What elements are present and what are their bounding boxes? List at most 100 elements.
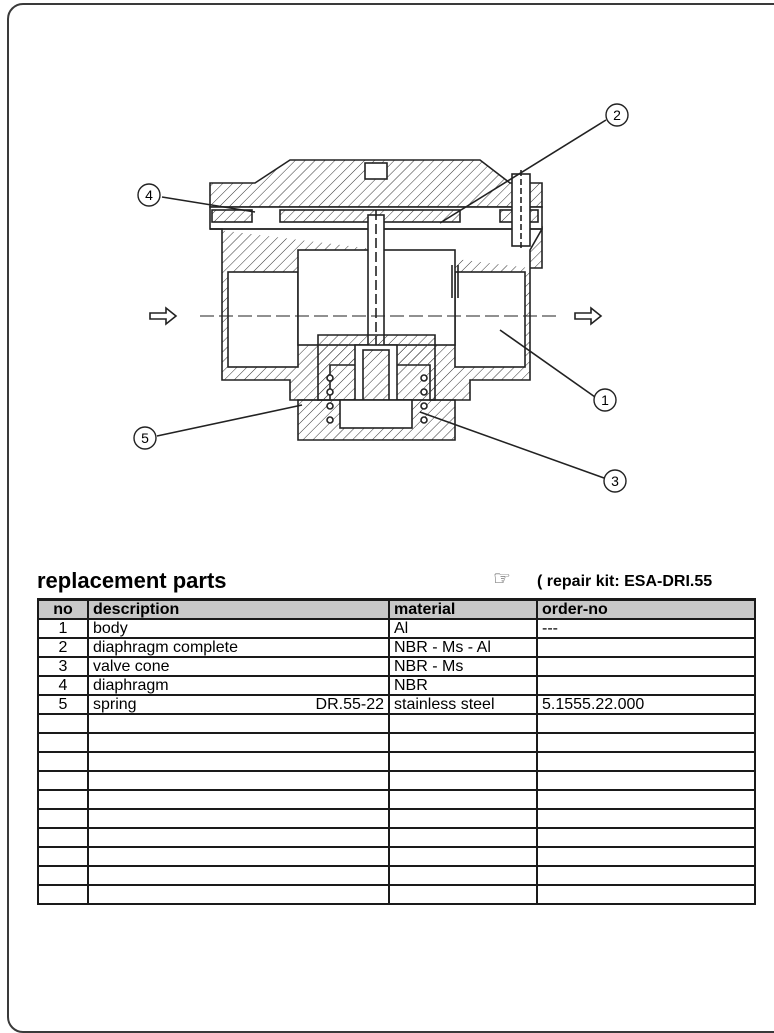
cell-order-no [536,808,756,829]
cell-material [388,770,538,791]
cell-material [388,751,538,772]
cell-order-no [536,865,756,886]
cell-no [37,770,89,791]
table-row [37,751,756,772]
cell-order-no [536,656,756,677]
cell-order-no: --- [536,618,756,639]
description-text: diaphragm complete [93,639,238,656]
table-row [37,789,756,810]
cell-material [388,827,538,848]
repair-kit-note: ( repair kit: ESA-DRI.55 [537,573,713,590]
cell-order-no [536,675,756,696]
cell-no [37,713,89,734]
cell-material [388,884,538,905]
header-no: no [37,598,89,620]
cell-order-no [536,827,756,848]
cell-description: body [87,618,390,639]
cell-no: 1 [37,618,89,639]
cell-material: stainless steel [388,694,538,715]
pointing-hand-icon: ☞ [493,568,511,590]
cell-description [87,751,390,772]
cell-no: 2 [37,637,89,658]
section-title: replacement parts [37,568,227,593]
table-row [37,827,756,848]
table-row [37,808,756,829]
cell-description [87,713,390,734]
header-material: material [388,598,538,620]
cell-description [87,865,390,886]
cell-order-no [536,637,756,658]
cell-order-no [536,884,756,905]
cell-material: NBR - Ms [388,656,538,677]
cell-order-no [536,751,756,772]
table-row [37,884,756,905]
cell-description: valve cone [87,656,390,677]
cell-material [388,713,538,734]
table-row [37,713,756,734]
cell-material [388,808,538,829]
table-header-row: no description material order-no [37,598,756,620]
callout-circle-5 [133,426,157,450]
cell-description: spring DR.55-22 [87,694,390,715]
callout-markers: 4 2 1 3 5 [133,103,629,493]
cell-order-no [536,713,756,734]
cell-no [37,884,89,905]
cell-no [37,827,89,848]
header-order-no: order-no [536,598,756,620]
callout-1: 1 [601,392,609,408]
cell-description [87,732,390,753]
description-text: valve cone [93,658,170,675]
description-text: spring [93,696,137,713]
cell-no [37,808,89,829]
cell-description [87,770,390,791]
cell-description [87,884,390,905]
table-row [37,846,756,867]
callout-4: 4 [145,187,153,203]
table-row [37,770,756,791]
cell-order-no [536,732,756,753]
callout-circle-2 [605,103,629,127]
cell-no [37,865,89,886]
cell-order-no [536,846,756,867]
cell-material: NBR - Ms - Al [388,637,538,658]
cell-no [37,789,89,810]
cell-no [37,846,89,867]
cell-material [388,846,538,867]
header-description: description [87,598,390,620]
cell-description: diaphragm [87,675,390,696]
cell-order-no: 5.1555.22.000 [536,694,756,715]
cell-material [388,865,538,886]
cell-description [87,827,390,848]
cell-order-no [536,789,756,810]
cell-no: 3 [37,656,89,677]
cell-no [37,732,89,753]
callout-circle-1 [593,388,617,412]
cell-material [388,789,538,810]
cell-description [87,846,390,867]
cell-material [388,732,538,753]
cell-material: Al [388,618,538,639]
callout-3: 3 [611,473,619,489]
description-text: diaphragm [93,677,169,694]
cell-no [37,751,89,772]
cell-no: 4 [37,675,89,696]
cell-description [87,789,390,810]
description-text: body [93,620,128,637]
cell-description: diaphragm complete [87,637,390,658]
valve-cross-section-drawing: 4 2 1 3 5 [133,103,629,493]
callout-circle-3 [603,469,627,493]
table-row [37,732,756,753]
cell-description [87,808,390,829]
cell-material: NBR [388,675,538,696]
cell-no: 5 [37,694,89,715]
description-code: DR.55-22 [315,696,384,713]
callout-circle-4 [137,183,161,207]
callout-5: 5 [141,430,149,446]
table-row [37,865,756,886]
